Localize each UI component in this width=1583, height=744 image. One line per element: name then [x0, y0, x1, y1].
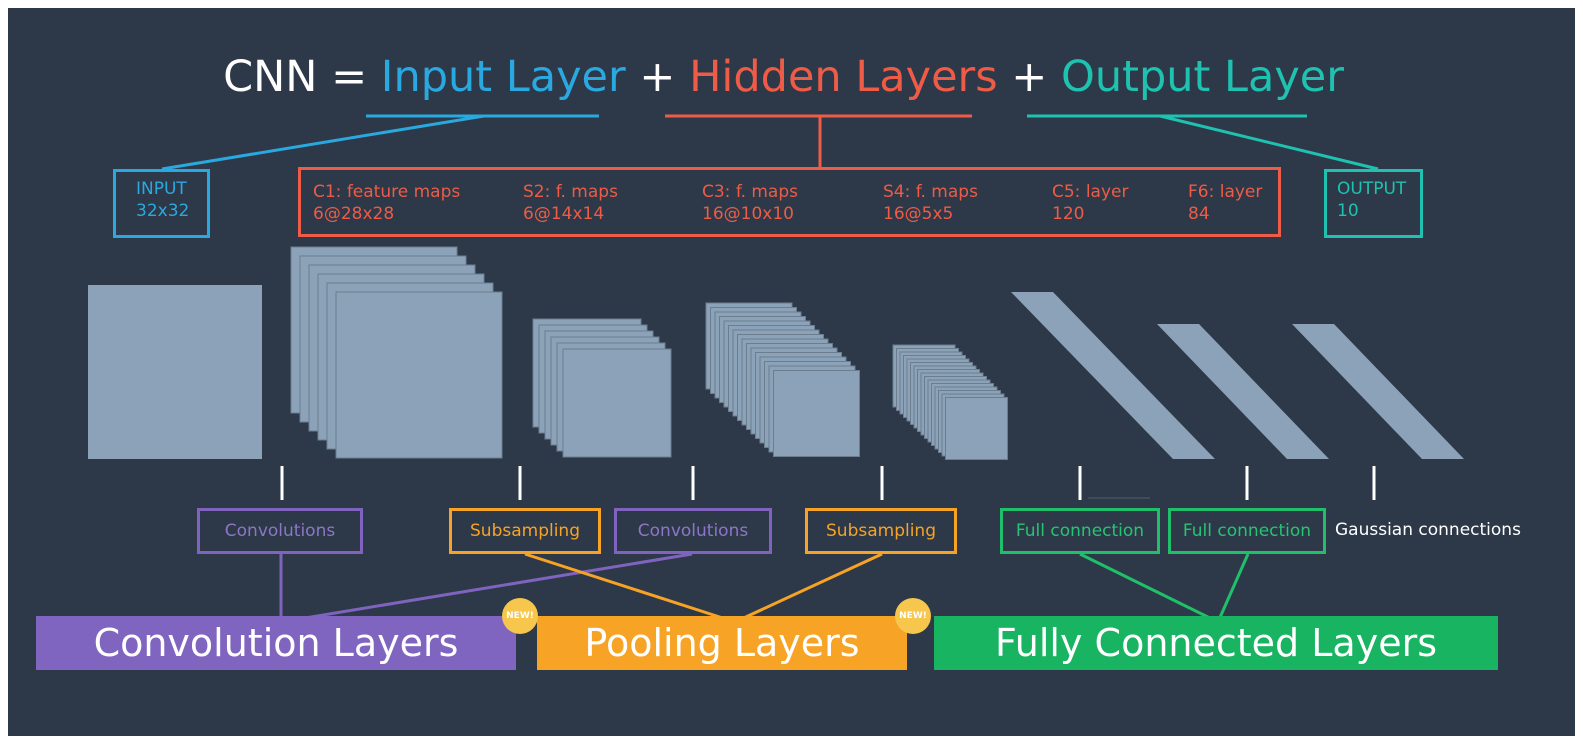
hidden-col-value: 84	[1188, 204, 1210, 224]
gaussian-connections-label: Gaussian connections	[1335, 520, 1521, 540]
hidden-col-title: C5: layer	[1052, 182, 1129, 202]
input-box: INPUT 32x32	[113, 169, 210, 238]
op-subsampling-2: Subsampling	[805, 508, 957, 554]
c3-layer-stack	[705, 302, 860, 457]
hidden-col-c1: C1: feature maps 6@28x28	[313, 181, 460, 225]
title-plus-2: +	[997, 52, 1061, 102]
feature-map	[773, 370, 860, 457]
f6-layer-shape	[1157, 324, 1329, 459]
conv-connectors	[279, 552, 693, 624]
new-badge-pooling: NEW!	[895, 598, 931, 634]
c5-layer-shape	[1011, 292, 1215, 459]
c1-layer-stack	[290, 246, 503, 459]
s2-layer-stack	[532, 318, 672, 458]
pool-connectors	[524, 552, 883, 624]
hidden-col-title: S2: f. maps	[523, 182, 618, 202]
hidden-col-title: C3: f. maps	[702, 182, 798, 202]
op-convolutions-1: Convolutions	[197, 508, 363, 554]
fc-connectors	[1079, 552, 1250, 624]
hidden-col-value: 6@28x28	[313, 204, 395, 224]
title-output: Output Layer	[1061, 52, 1344, 102]
hidden-col-title: S4: f. maps	[883, 182, 978, 202]
feature-map	[335, 291, 503, 459]
op-full-connection-2: Full connection	[1168, 508, 1326, 554]
op-full-connection-1: Full connection	[1000, 508, 1160, 554]
new-badge-convolution: NEW!	[502, 598, 538, 634]
page-title: CNN = Input Layer + Hidden Layers + Outp…	[0, 52, 1567, 102]
input-box-label: INPUT	[136, 179, 187, 199]
input-layer-shape	[88, 285, 262, 459]
title-hidden: Hidden Layers	[689, 52, 998, 102]
hidden-col-value: 6@14x14	[523, 204, 605, 224]
fully-connected-layers-band: Fully Connected Layers	[934, 616, 1498, 670]
hidden-col-title: F6: layer	[1188, 182, 1263, 202]
hidden-col-s2: S2: f. maps 6@14x14	[523, 181, 618, 225]
hidden-col-f6: F6: layer 84	[1188, 181, 1262, 225]
hidden-col-value: 16@5x5	[883, 204, 954, 224]
feature-map	[945, 397, 1008, 460]
hidden-layers-box: C1: feature maps 6@28x28 S2: f. maps 6@1…	[298, 167, 1281, 237]
feature-map	[562, 348, 672, 458]
hidden-col-s4: S4: f. maps 16@5x5	[883, 181, 978, 225]
convolution-layers-band: Convolution Layers	[36, 616, 516, 670]
op-subsampling-1: Subsampling	[449, 508, 601, 554]
output-box-label: OUTPUT	[1337, 179, 1407, 199]
hidden-col-c5: C5: layer 120	[1052, 181, 1128, 225]
output-layer-shape	[1292, 324, 1464, 459]
hidden-col-value: 120	[1052, 204, 1085, 224]
title-prefix: CNN =	[223, 52, 381, 102]
pooling-layers-band: Pooling Layers	[537, 616, 907, 670]
input-connector	[161, 114, 485, 171]
hidden-col-title: C1: feature maps	[313, 182, 461, 202]
hidden-col-c3: C3: f. maps 16@10x10	[702, 181, 798, 225]
tick-marks	[280, 466, 1376, 500]
hidden-col-value: 16@10x10	[702, 204, 794, 224]
title-plus-1: +	[625, 52, 690, 102]
output-connector	[1159, 114, 1379, 171]
output-box-size: 10	[1337, 201, 1359, 221]
input-box-size: 32x32	[136, 201, 190, 221]
title-input: Input Layer	[380, 52, 626, 102]
s4-layer-stack	[892, 344, 1008, 460]
output-box: OUTPUT 10	[1324, 169, 1423, 238]
op-convolutions-2: Convolutions	[614, 508, 772, 554]
